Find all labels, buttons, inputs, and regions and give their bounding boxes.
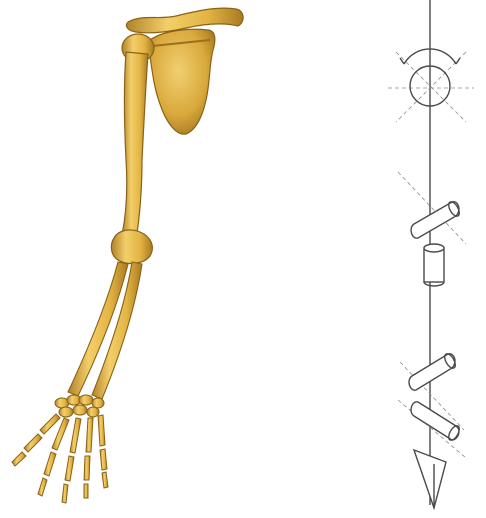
carpal-bones bbox=[55, 395, 104, 417]
kinematic-schematic bbox=[388, 0, 474, 508]
elbow-cylinder-joint bbox=[411, 200, 461, 238]
elbow-joint bbox=[111, 230, 152, 263]
forearm-rotation-cylinder bbox=[424, 244, 444, 286]
wrist-cylinder-joint-2 bbox=[411, 402, 461, 442]
humerus-bone bbox=[122, 52, 148, 240]
finger-bones bbox=[12, 414, 108, 503]
skeletal-arm bbox=[12, 8, 243, 503]
wrist-cylinder-joint-1 bbox=[409, 352, 457, 390]
